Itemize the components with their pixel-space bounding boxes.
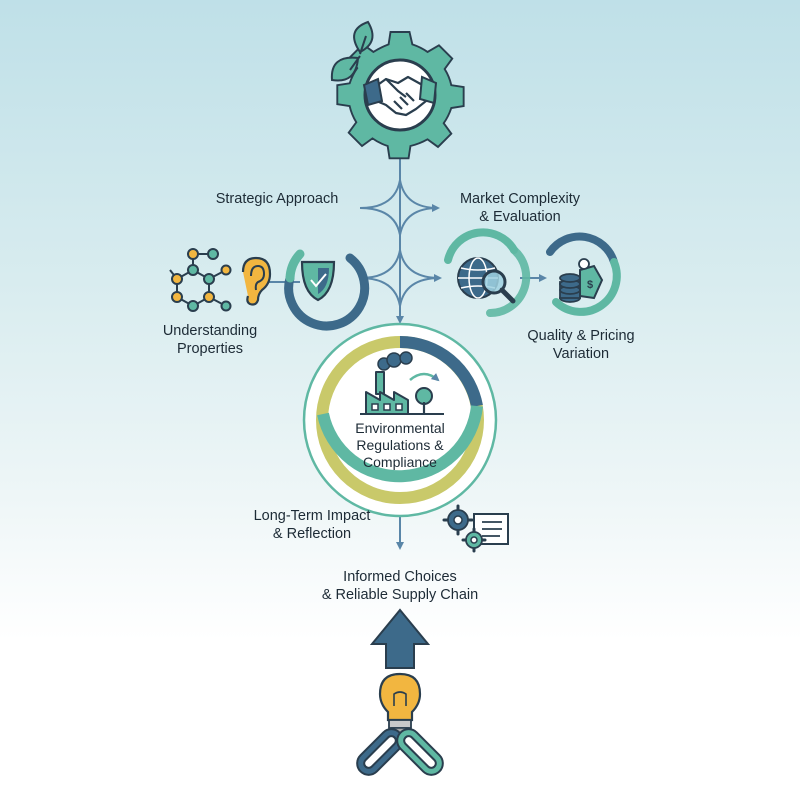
label-informed-choices: Informed Choices & Reliable Supply Chain [321, 569, 479, 603]
globe-magnifier-icon [444, 228, 531, 318]
factory-tree-icon [360, 351, 444, 415]
branch-right-globe [399, 249, 442, 282]
chain-link-icon [356, 728, 444, 776]
up-arrow-icon [369, 608, 431, 669]
environmental-ring [302, 322, 498, 518]
gears-document-icon [442, 504, 509, 553]
branch-market [399, 179, 440, 212]
coins-price-tag-icon: $ [546, 232, 621, 316]
label-quality-pricing: Quality & Pricing Variation [527, 328, 635, 362]
branch-strategic [359, 179, 401, 209]
label-environmental-regulations: Environmental Regulations & Compliance [355, 420, 445, 470]
shield-icon [284, 249, 370, 331]
lightbulb-icon [378, 672, 422, 734]
molecule-icon [169, 248, 232, 312]
leaf-icon [330, 20, 374, 82]
label-understanding-properties: Understanding Properties [162, 323, 258, 357]
label-market-complexity: Market Complexity & Evaluation [459, 191, 581, 225]
gear-handshake-icon [336, 31, 465, 160]
svg-text:$: $ [587, 279, 593, 291]
label-strategic-approach: Strategic Approach [215, 191, 339, 207]
label-long-term-impact: Long-Term Impact & Reflection [253, 508, 371, 542]
ear-icon [241, 256, 272, 306]
